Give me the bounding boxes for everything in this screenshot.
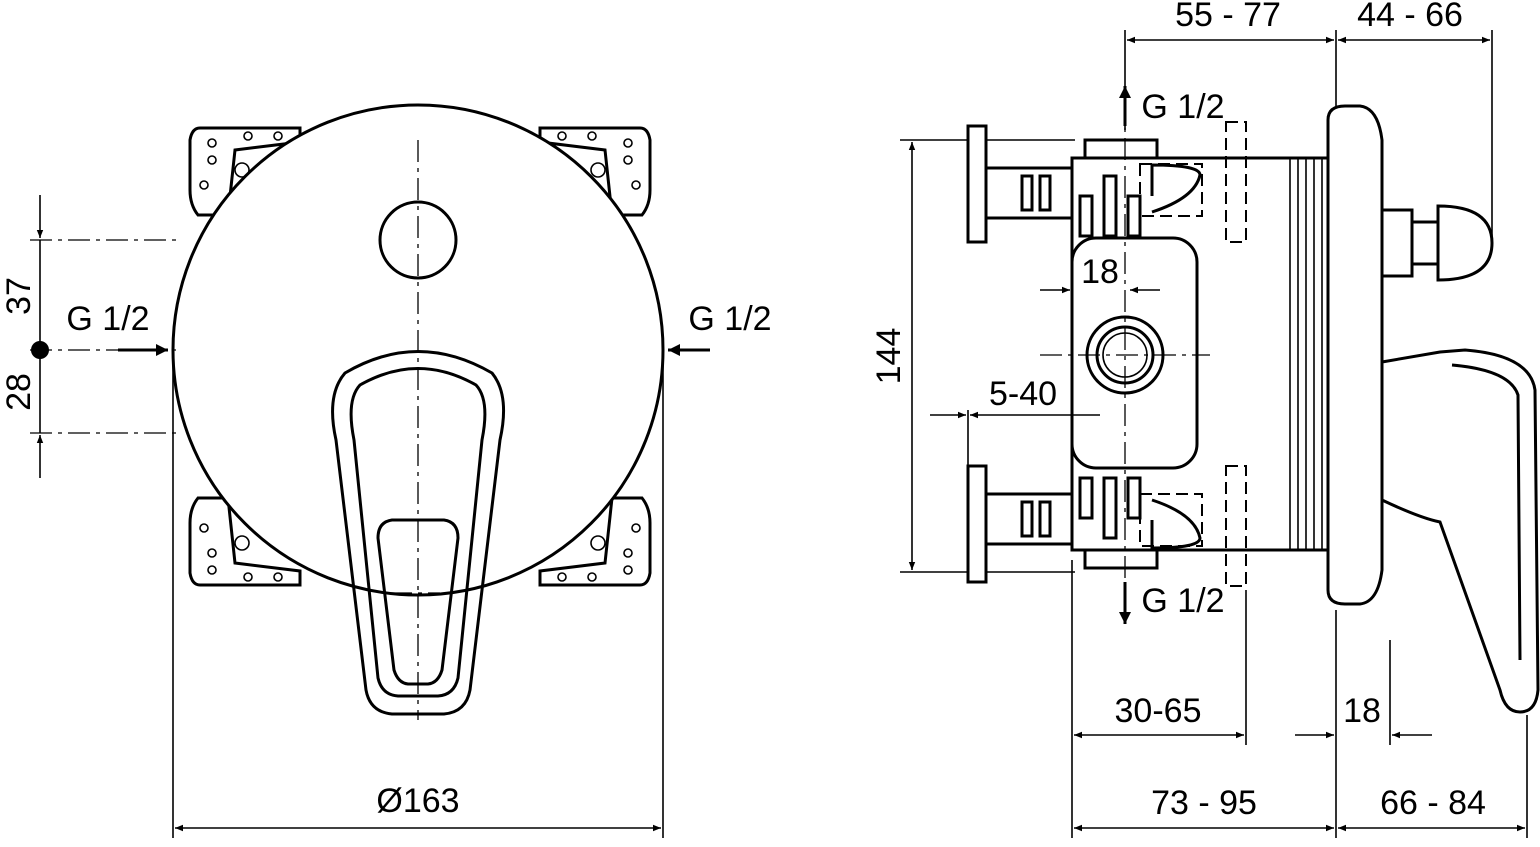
dim-30-65-label: 30-65: [1115, 692, 1202, 730]
dim-18-inner-label: 18: [1081, 253, 1119, 291]
diverter-button: [378, 200, 458, 280]
dim-66-84-label: 66 - 84: [1380, 784, 1486, 822]
dim-28-label: 28: [0, 373, 38, 411]
g-top-label: G 1/2: [1141, 88, 1224, 126]
reference-dot: [31, 341, 49, 359]
dim-5-40-label: 5-40: [989, 375, 1057, 413]
diverter-knob-profile: [1380, 204, 1494, 282]
cover-plate-profile: [1326, 104, 1384, 606]
g-right-label: G 1/2: [688, 300, 771, 338]
diameter-label: Ø163: [376, 782, 459, 820]
side-view: 55 - 77 44 - 66 144: [870, 0, 1540, 838]
dim-18-outer-label: 18: [1343, 692, 1381, 730]
valve-housing: [1070, 121, 1330, 587]
dim-44-66-label: 44 - 66: [1357, 0, 1463, 34]
dim-144-label: 144: [870, 328, 908, 385]
dim-55-77-label: 55 - 77: [1175, 0, 1281, 34]
dim-37-label: 37: [0, 277, 38, 315]
g-left-label: G 1/2: [66, 300, 149, 338]
lever-profile: [1380, 348, 1540, 714]
front-view: 37 28 G 1/2 G 1/2 Ø163: [0, 103, 772, 838]
pipe-stubs: [966, 124, 1080, 584]
g-bottom-label: G 1/2: [1141, 582, 1224, 620]
lever-handle: [331, 350, 506, 716]
dim-73-95-label: 73 - 95: [1151, 784, 1257, 822]
